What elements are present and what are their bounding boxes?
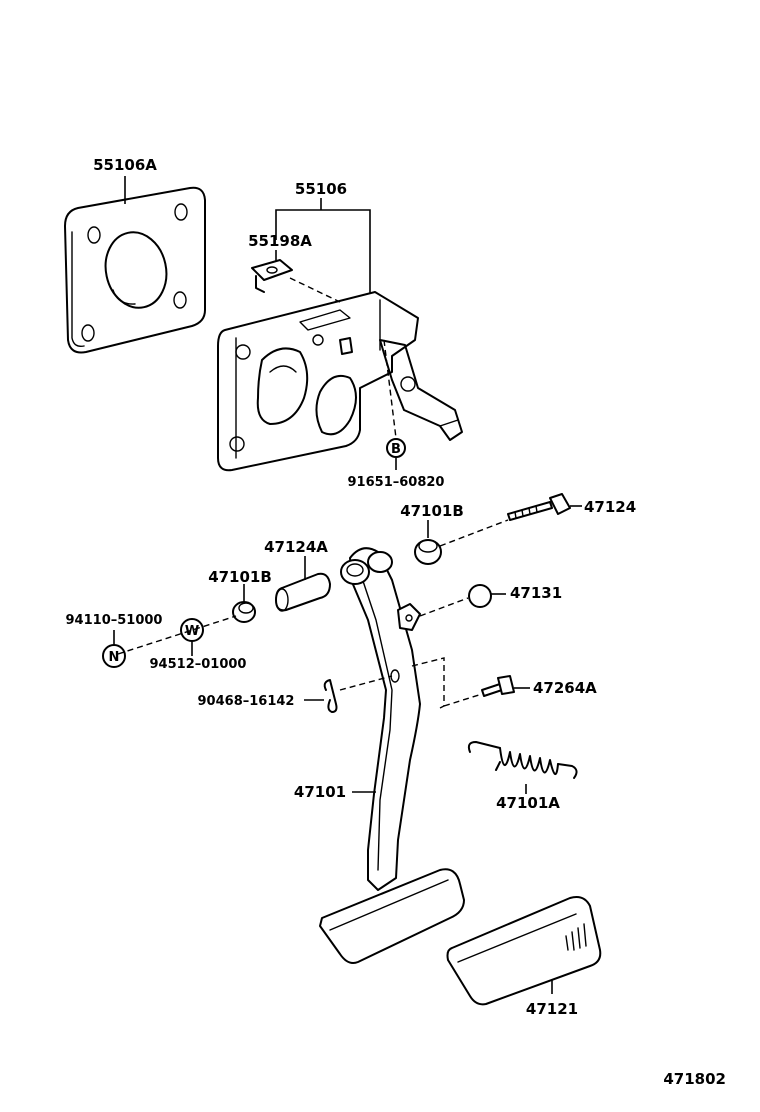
label-47121: 47121: [526, 1000, 578, 1018]
bushing-47101B-top[interactable]: [414, 539, 442, 565]
svg-text:W: W: [185, 624, 199, 639]
return-spring-47101A[interactable]: [467, 741, 578, 779]
diagram-id: 471802: [663, 1070, 726, 1088]
svg-text:N: N: [109, 650, 120, 665]
label-47101: 47101: [294, 783, 346, 801]
adjusting-bolt-47264A[interactable]: [481, 675, 530, 697]
bolt-47124[interactable]: [507, 493, 582, 521]
label-47101A: 47101A: [496, 794, 560, 812]
label-47101B-left: 47101B: [208, 568, 272, 586]
clip-90468[interactable]: [323, 679, 338, 713]
stopper-47131[interactable]: [468, 584, 506, 608]
label-47124: 47124: [584, 498, 636, 516]
label-47131: 47131: [510, 584, 562, 602]
bushing-47101B-left[interactable]: [232, 601, 256, 623]
label-94110-51000: 94110–51000: [66, 613, 163, 628]
label-55106: 55106: [295, 180, 347, 198]
callout-w-icon: W: [180, 618, 204, 642]
label-47124A: 47124A: [264, 538, 328, 556]
label-47101B-top: 47101B: [400, 502, 464, 520]
label-55198A: 55198A: [248, 232, 312, 250]
collar-47124A[interactable]: [275, 572, 331, 612]
label-91651-60820: 91651–60820: [348, 475, 445, 490]
callout-b-icon: B: [386, 438, 406, 458]
pedal-bracket-55106[interactable]: [217, 291, 463, 472]
clip-nut-55198A[interactable]: [251, 259, 293, 293]
label-47264A: 47264A: [533, 679, 597, 697]
label-90468-16142: 90468–16142: [198, 694, 295, 709]
callout-n-icon: N: [102, 644, 126, 668]
pad-cover-47121[interactable]: [446, 896, 602, 1006]
label-94512-01000: 94512–01000: [150, 657, 247, 672]
pedal-pad[interactable]: [319, 868, 465, 964]
label-55106A: 55106A: [93, 156, 157, 174]
pedal-arm-47101[interactable]: [340, 547, 421, 891]
svg-text:B: B: [391, 442, 401, 457]
flange-plate-55106A[interactable]: [64, 186, 206, 354]
